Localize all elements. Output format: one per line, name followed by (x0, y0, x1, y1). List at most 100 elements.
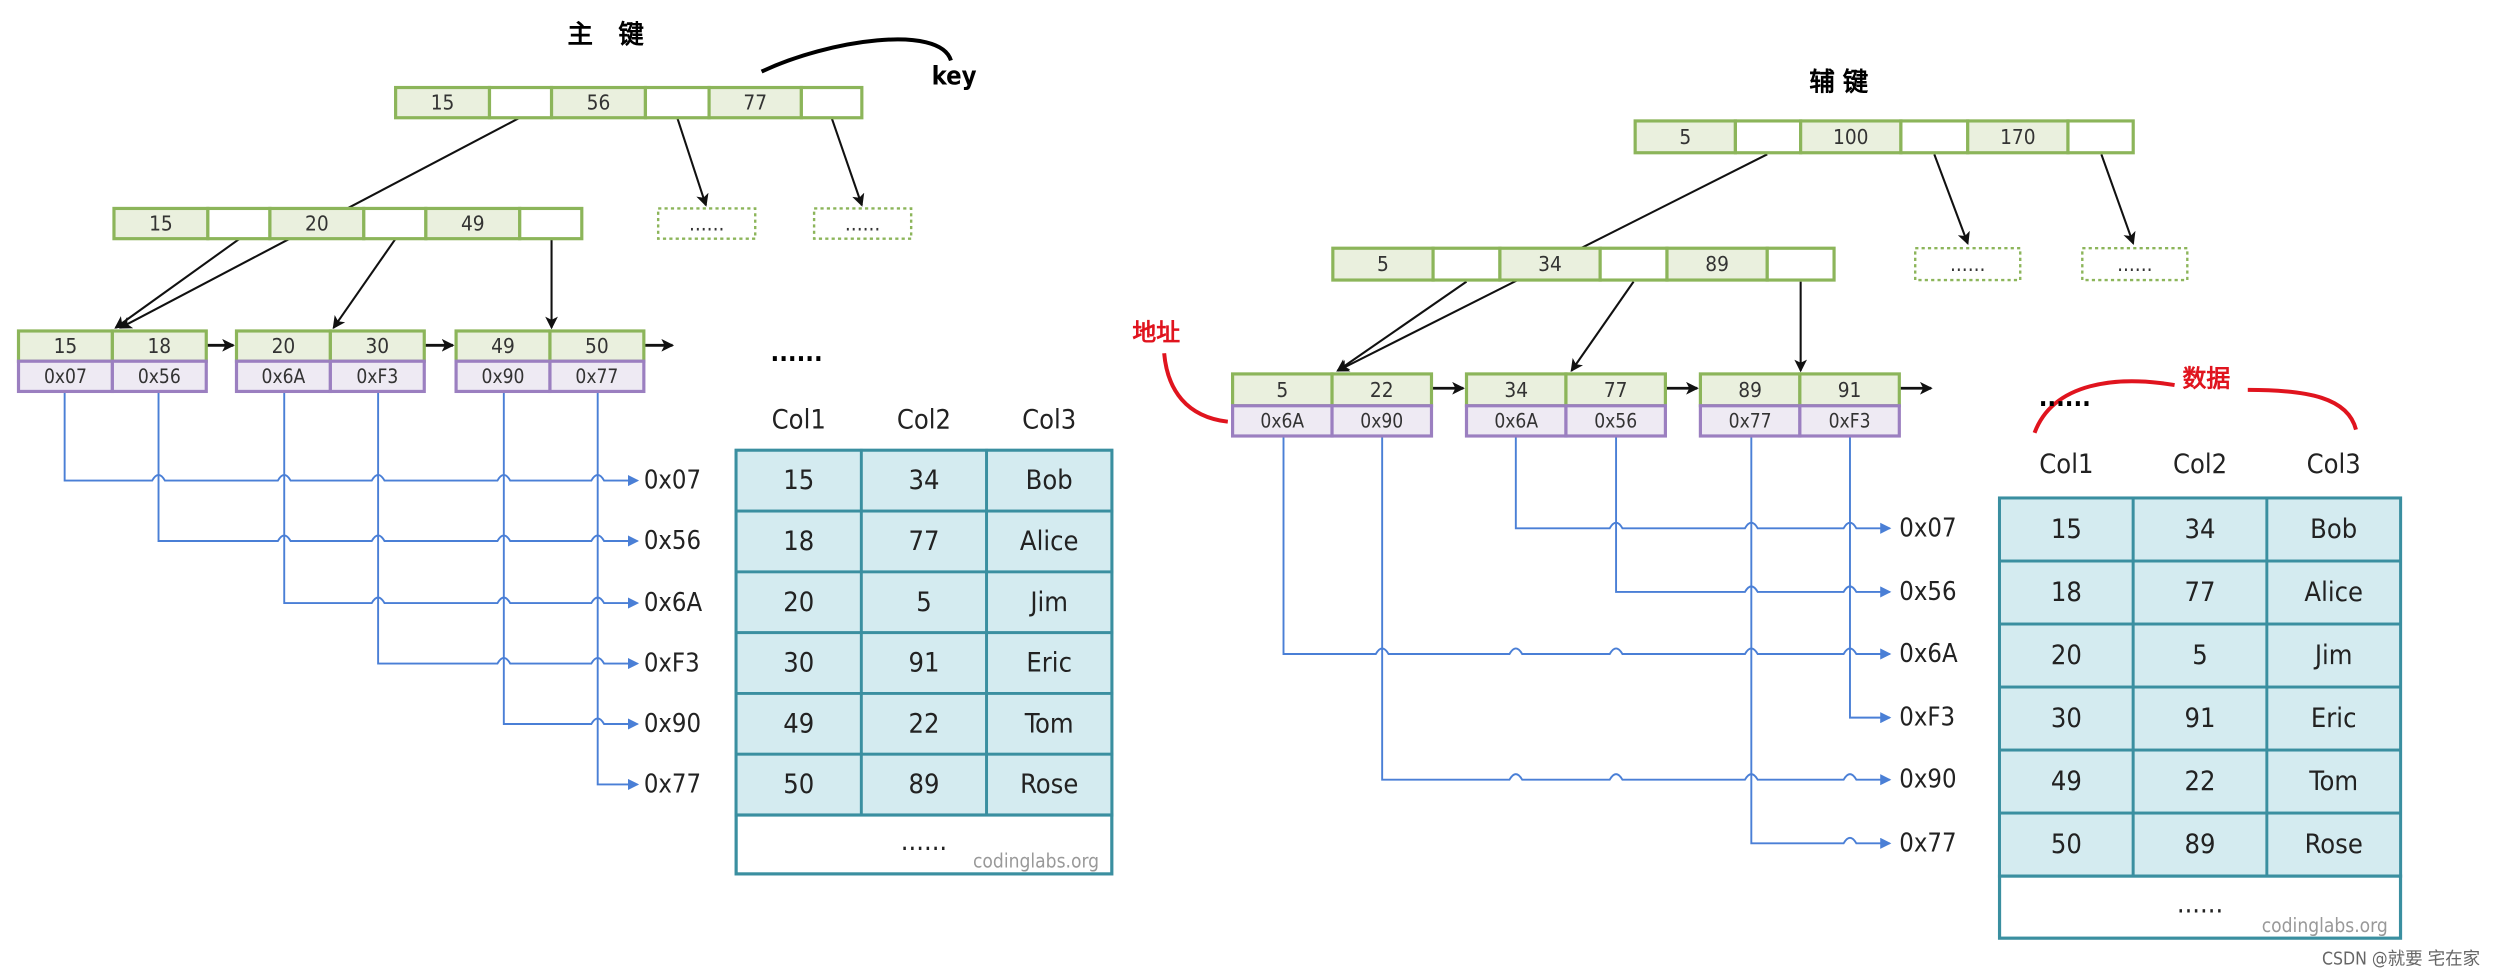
data-annotation-curve-left (2032, 379, 2175, 434)
address-label: 0x6A (644, 588, 703, 618)
leaf-addr: 0x90 (482, 365, 525, 388)
placeholder-text: ...... (845, 212, 880, 236)
placeholder-node (2081, 247, 2189, 282)
leaf-node (454, 329, 646, 394)
secondary-title: 辅 键 (1809, 68, 1868, 98)
table-cell-value: 22 (2185, 766, 2216, 797)
table-cell (1998, 685, 2135, 752)
node-key: 89 (1705, 252, 1729, 276)
data-table (734, 448, 1114, 876)
ellipsis: ...... (771, 338, 823, 368)
table-cell-value: Tom (1024, 708, 1074, 739)
tree-edge (676, 117, 709, 207)
table-cell-value: 91 (2185, 703, 2216, 734)
node-key: 15 (431, 91, 455, 115)
table-cell (734, 509, 863, 574)
table-cell-value: 77 (2185, 577, 2216, 608)
table-cell-value: 15 (2051, 514, 2082, 545)
address-link (1750, 435, 1892, 849)
leaf-addr-cell (110, 359, 208, 394)
leaf-addr: 0x6A (262, 365, 306, 388)
table-column-header: Col3 (1022, 405, 1076, 436)
address-link (596, 391, 640, 791)
key-cell (1331, 246, 1435, 282)
table-cell (2131, 559, 2269, 626)
pointer-cell (643, 85, 711, 120)
node-key: 20 (305, 212, 329, 236)
leaf-addr: 0xF3 (1829, 409, 1871, 432)
leaf-key: 20 (272, 334, 296, 358)
tree-edge (332, 238, 397, 330)
table-cell-value: Jim (1028, 587, 1068, 618)
placeholder-node (1914, 247, 2022, 282)
table-cell (734, 570, 863, 635)
primary-level2-node (112, 206, 584, 241)
address-label: 0x77 (644, 769, 701, 799)
node-key: 56 (587, 91, 611, 115)
pointer-cell (1765, 246, 1836, 282)
table-cell-value: 5 (2192, 640, 2207, 671)
leaf-node (1698, 372, 1901, 438)
pointer-cell (2066, 119, 2135, 155)
table-cell-value: 22 (908, 708, 939, 739)
address-link (1282, 435, 1892, 660)
placeholder-box (1914, 247, 2022, 282)
table-cell-value: Rose (1020, 769, 1078, 800)
table-cell-value: 20 (783, 587, 814, 618)
table-cell-value: 77 (908, 526, 939, 557)
table-cell (2131, 748, 2269, 815)
leaf-node (234, 329, 426, 394)
node-key: 100 (1833, 125, 1869, 149)
address-label: 0x77 (1899, 828, 1956, 858)
leaf-key: 15 (54, 334, 78, 358)
pointer-cell (518, 206, 584, 241)
tree-edge (2100, 153, 2136, 245)
table-cell-value: Eric (2311, 703, 2357, 734)
pointer-cell (1899, 119, 1970, 155)
key-cell (268, 206, 366, 241)
key-cell (394, 85, 492, 120)
table-cell (734, 752, 863, 817)
tree-edge (830, 117, 865, 207)
address-link (502, 391, 640, 730)
leaf-addr: 0x07 (44, 365, 87, 388)
leaf-addr: 0x56 (1594, 409, 1637, 432)
leaf-key: 50 (585, 334, 609, 358)
table-footer-ellipsis: ...... (2177, 889, 2223, 920)
key-annotation: key (932, 61, 977, 91)
tree-edge (1933, 153, 1970, 245)
table-cell-value: 50 (783, 769, 814, 800)
table-cell-value: 18 (2051, 577, 2082, 608)
address-label: 0x56 (1899, 577, 1956, 607)
placeholder-box (2081, 247, 2189, 282)
pointer-cell (1598, 246, 1669, 282)
table-cell (985, 631, 1114, 695)
tree-edge (114, 237, 241, 329)
address-label: 0xF3 (1899, 703, 1955, 733)
table-cell (1998, 496, 2135, 563)
placeholder-text: ...... (1950, 252, 1985, 276)
leaf-node (1464, 372, 1667, 438)
leaf-key: 34 (1504, 378, 1528, 402)
table-cell (1998, 559, 2135, 626)
leaf-addr-cell (1564, 404, 1667, 438)
address-link (157, 391, 640, 547)
table-footer-ellipsis: ...... (901, 826, 947, 857)
table-cell (2131, 685, 2269, 752)
table-cell-value: Jim (2313, 640, 2353, 671)
table-cell (2265, 496, 2402, 563)
table-cell-value: 20 (2051, 640, 2082, 671)
address-link (63, 391, 640, 487)
table-cell-value: Bob (1026, 465, 1073, 496)
table-cell (1998, 811, 2135, 878)
table-cell-value: 50 (2051, 829, 2082, 860)
secondary-level2-node (1331, 246, 1836, 282)
table-cell-value: 34 (908, 465, 939, 496)
table-cell (1998, 748, 2135, 815)
table-cell (2265, 622, 2402, 689)
key-cell (1665, 246, 1769, 282)
data-annotation: 数据 (2183, 365, 2231, 393)
node-key: 15 (149, 212, 173, 236)
placeholder-box (656, 207, 757, 240)
